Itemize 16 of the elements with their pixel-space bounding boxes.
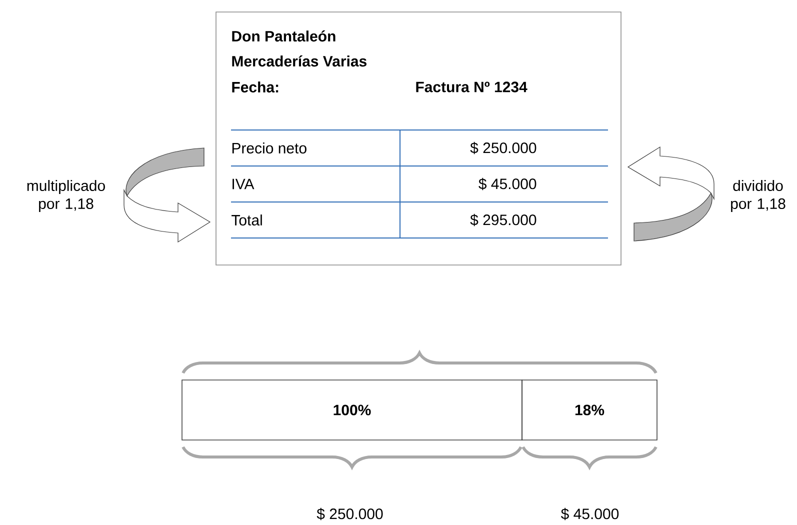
amount-label: $ 45.000 xyxy=(560,508,619,520)
table-cell: IVA xyxy=(232,178,254,190)
operation-label: multiplicado por 1,18 xyxy=(27,180,105,212)
heading-text: Don Pantaleón xyxy=(232,30,336,42)
table-cell: Total xyxy=(232,214,262,226)
heading-text: Factura Nº 1234 xyxy=(416,82,528,92)
table-cell: $ 250.000 xyxy=(470,142,536,154)
table-cell: Precio neto xyxy=(232,142,306,154)
bar-segment: 18% xyxy=(522,380,658,440)
heading-text: Mercaderías Varias xyxy=(232,55,366,67)
operation-label: dividido por 1,18 xyxy=(731,180,786,212)
bar-segment: 100% xyxy=(182,380,522,440)
table-cell: $ 295.000 xyxy=(470,214,536,226)
amount-label: $ 250.000 xyxy=(316,508,383,520)
table-cell: $ 45.000 xyxy=(478,178,536,190)
heading-text: Fecha: xyxy=(232,82,278,92)
